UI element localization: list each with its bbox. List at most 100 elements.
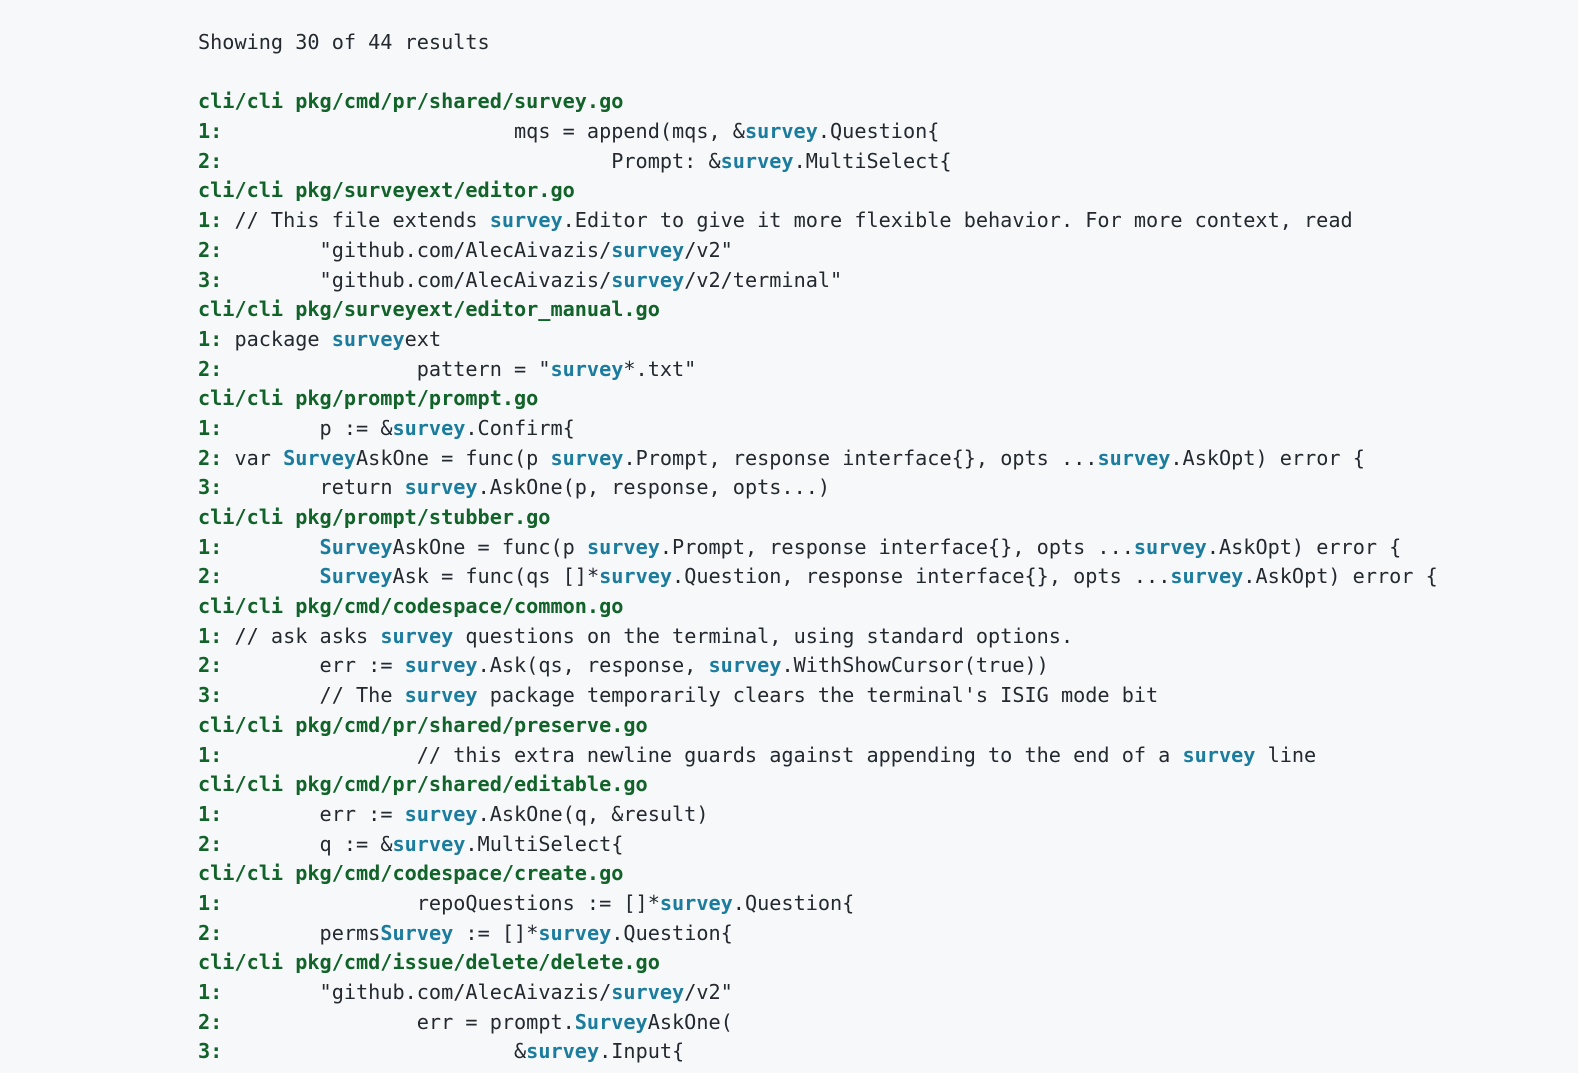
match-line[interactable]: 1: repoQuestions := []*survey.Question{ [198, 889, 1568, 919]
match-line[interactable]: 1: package surveyext [198, 325, 1568, 355]
match-line[interactable]: 1: SurveyAskOne = func(p survey.Prompt, … [198, 533, 1568, 563]
match-highlight: survey [1170, 564, 1244, 589]
file-path-link[interactable]: cli/cli pkg/cmd/pr/shared/survey.go [198, 89, 624, 114]
line-number: 1: [198, 415, 223, 440]
line-number: 1: [198, 623, 223, 648]
code-text: q := & [222, 831, 393, 856]
match-line[interactable]: 2: err = prompt.SurveyAskOne( [198, 1008, 1568, 1038]
code-text: mqs = append(mqs, & [222, 119, 745, 144]
match-line[interactable]: 1: err := survey.AskOne(q, &result) [198, 800, 1568, 830]
code-text: "github.com/AlecAivazis/ [222, 237, 612, 262]
match-line[interactable]: 1: mqs = append(mqs, &survey.Question{ [198, 117, 1568, 147]
file-path-link[interactable]: cli/cli pkg/prompt/prompt.go [198, 386, 539, 411]
match-line[interactable]: 1: p := &survey.Confirm{ [198, 414, 1568, 444]
code-text: .Prompt, response interface{}, opts ... [659, 534, 1134, 559]
match-line[interactable]: 3: &survey.Input{ [198, 1037, 1568, 1067]
match-highlight: survey [404, 653, 478, 678]
line-number: 2: [198, 237, 223, 262]
line-number: 1: [198, 534, 223, 559]
line-number: 1: [198, 890, 223, 915]
match-highlight: survey [489, 208, 563, 233]
code-text: package temporarily clears the terminal'… [477, 683, 1159, 708]
code-text: AskOne( [647, 1009, 733, 1034]
match-highlight: survey [404, 475, 478, 500]
result-list: cli/cli pkg/cmd/pr/shared/survey.go 1: mq… [198, 87, 1568, 1067]
result-group: cli/cli pkg/cmd/pr/shared/survey.go 1: mq… [198, 87, 1568, 176]
match-line[interactable]: 3: "github.com/AlecAivazis/survey/v2/ter… [198, 266, 1568, 296]
code-text: .Question{ [611, 920, 733, 945]
line-number: 1: [198, 326, 223, 351]
code-text: .Prompt, response interface{}, opts ... [623, 445, 1098, 470]
match-line[interactable]: 1: // This file extends survey.Editor to… [198, 206, 1568, 236]
code-text [222, 535, 319, 559]
line-number: 1: [198, 119, 223, 144]
file-path-link[interactable]: cli/cli pkg/cmd/codespace/create.go [198, 861, 624, 886]
match-line[interactable]: 2: permsSurvey := []*survey.Question{ [198, 919, 1568, 949]
match-line[interactable]: 3: return survey.AskOne(p, response, opt… [198, 473, 1568, 503]
code-text: AskOne = func(p [392, 534, 587, 559]
match-highlight: survey [659, 890, 733, 915]
file-path-link[interactable]: cli/cli pkg/surveyext/editor.go [198, 178, 575, 203]
match-line[interactable]: 2: q := &survey.MultiSelect{ [198, 830, 1568, 860]
result-group: cli/cli pkg/cmd/codespace/common.go 1: //… [198, 592, 1568, 711]
match-highlight: survey [744, 119, 818, 144]
line-number: 2: [198, 564, 223, 589]
match-highlight: survey [404, 801, 478, 826]
result-group: cli/cli pkg/surveyext/editor.go 1: // Thi… [198, 176, 1568, 295]
match-highlight: survey [550, 356, 624, 381]
match-highlight: Survey [319, 534, 393, 559]
match-line[interactable]: 2: pattern = "survey*.txt" [198, 355, 1568, 385]
code-text: .MultiSelect{ [465, 831, 624, 856]
line-number: 3: [198, 683, 223, 708]
code-text: .WithShowCursor(true)) [781, 653, 1049, 678]
result-group: cli/cli pkg/cmd/pr/shared/editable.go 1: … [198, 770, 1568, 859]
match-highlight: survey [708, 653, 782, 678]
file-path-link[interactable]: cli/cli pkg/surveyext/editor_manual.go [198, 297, 660, 322]
code-text: /v2/terminal" [684, 267, 843, 292]
code-text: var [222, 445, 284, 470]
match-line[interactable]: 2: err := survey.Ask(qs, response, surve… [198, 651, 1568, 681]
line-number: 2: [198, 920, 223, 945]
match-highlight: survey [586, 534, 660, 559]
match-line[interactable]: 2: SurveyAsk = func(qs []*survey.Questio… [198, 562, 1568, 592]
code-text: & [222, 1039, 527, 1064]
code-text: pattern = " [222, 356, 551, 381]
file-path-link[interactable]: cli/cli pkg/cmd/codespace/common.go [198, 594, 624, 619]
match-line[interactable]: 2: "github.com/AlecAivazis/survey/v2" [198, 236, 1568, 266]
line-number: 1: [198, 742, 223, 767]
match-line[interactable]: 1: // ask asks survey questions on the t… [198, 622, 1568, 652]
code-text: Prompt: & [222, 148, 721, 173]
match-line[interactable]: 1: // this extra newline guards against … [198, 741, 1568, 771]
match-highlight: survey [526, 1039, 600, 1064]
code-text: return [222, 475, 405, 500]
code-text: ext [404, 326, 442, 351]
match-highlight: survey [392, 831, 466, 856]
result-group: cli/cli pkg/cmd/pr/shared/preserve.go 1: … [198, 711, 1568, 770]
line-number: 3: [198, 475, 223, 500]
match-highlight: survey [1133, 534, 1207, 559]
match-highlight: survey [404, 683, 478, 708]
code-text: /v2" [684, 237, 733, 262]
file-path-link[interactable]: cli/cli pkg/cmd/pr/shared/preserve.go [198, 712, 648, 737]
line-number: 2: [198, 1009, 223, 1034]
match-line[interactable]: 2: Prompt: &survey.MultiSelect{ [198, 147, 1568, 177]
match-line[interactable]: 2: var SurveyAskOne = func(p survey.Prom… [198, 444, 1568, 474]
code-text: p := & [222, 415, 393, 440]
line-number: 3: [198, 1039, 223, 1064]
match-highlight: survey [611, 980, 685, 1004]
line-number: 2: [198, 356, 223, 381]
match-highlight: Survey [574, 1009, 648, 1034]
file-path-link[interactable]: cli/cli pkg/cmd/issue/delete/delete.go [198, 950, 660, 975]
code-text: questions on the terminal, using standar… [453, 623, 1074, 648]
match-highlight: survey [380, 623, 454, 648]
file-path-link[interactable]: cli/cli pkg/prompt/stubber.go [198, 505, 551, 529]
code-text: // The [222, 683, 405, 708]
code-text: "github.com/AlecAivazis/ [222, 267, 612, 292]
match-line[interactable]: 1: "github.com/AlecAivazis/survey/v2" [198, 978, 1568, 1008]
match-highlight: survey [611, 237, 685, 262]
code-text: .Confirm{ [465, 415, 575, 440]
code-text: .Question{ [817, 119, 940, 144]
file-path-link[interactable]: cli/cli pkg/cmd/pr/shared/editable.go [198, 772, 648, 797]
match-line[interactable]: 3: // The survey package temporarily cle… [198, 681, 1568, 711]
